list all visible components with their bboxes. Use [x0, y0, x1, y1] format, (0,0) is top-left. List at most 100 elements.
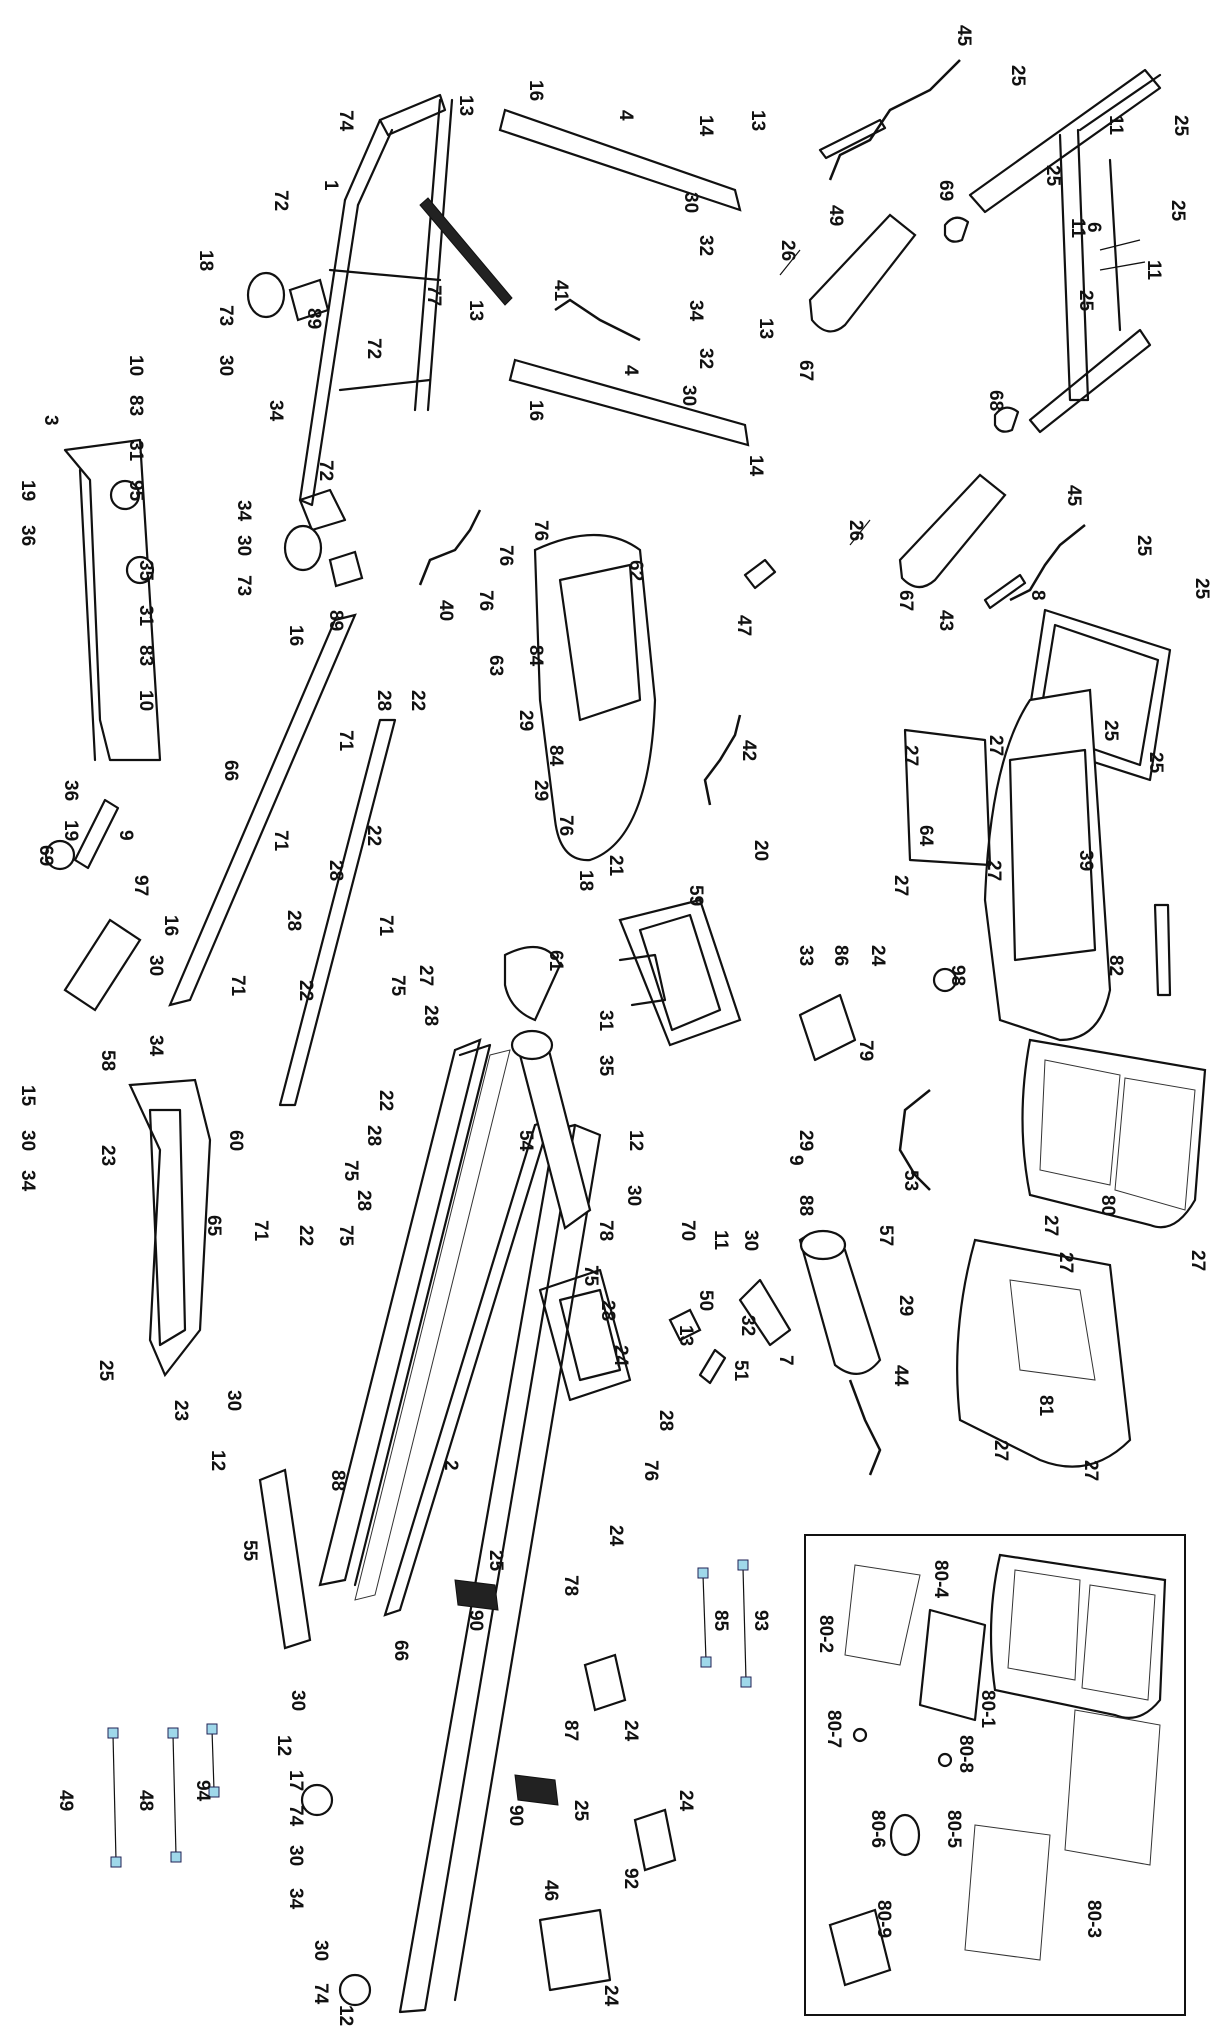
label-72: 72 — [270, 190, 291, 211]
label-4: 4 — [615, 110, 636, 121]
label-15: 15 — [17, 1085, 38, 1107]
inset-box — [804, 1534, 1186, 2016]
label-64: 64 — [915, 825, 936, 847]
label-24: 24 — [867, 945, 888, 967]
label-74: 74 — [310, 1983, 331, 2005]
label-30: 30 — [740, 1230, 761, 1251]
label-78: 78 — [560, 1575, 581, 1596]
label-80-8: 80-8 — [955, 1735, 976, 1773]
label-71: 71 — [250, 1220, 271, 1242]
label-36: 36 — [60, 780, 81, 801]
label-55: 55 — [239, 1540, 260, 1562]
label-75: 75 — [387, 975, 408, 997]
label-80: 80 — [1097, 1195, 1118, 1216]
label-22: 22 — [295, 1225, 316, 1246]
label-25: 25 — [95, 1360, 116, 1382]
label-30: 30 — [678, 385, 699, 406]
label-77: 77 — [423, 285, 444, 306]
part-labels: 45 25 25 25 25 25 11 11 11 6 69 68 67 67… — [17, 25, 1212, 2026]
cable-44 — [848, 1379, 882, 1476]
label-9: 9 — [785, 1155, 806, 1166]
label-3: 3 — [40, 415, 61, 426]
label-73: 73 — [233, 575, 254, 596]
label-95: 95 — [125, 480, 146, 502]
label-28: 28 — [373, 690, 394, 711]
label-24: 24 — [620, 1720, 641, 1742]
label-13: 13 — [755, 318, 776, 339]
label-34: 34 — [685, 300, 706, 322]
label-16: 16 — [160, 915, 181, 936]
label-72: 72 — [315, 460, 336, 481]
label-14: 14 — [745, 455, 766, 477]
label-13: 13 — [675, 1325, 696, 1346]
label-27: 27 — [983, 860, 1004, 881]
rod-93 — [737, 1559, 752, 1688]
shock-58 — [63, 918, 142, 1012]
rod-82 — [1153, 903, 1172, 997]
label-75: 75 — [580, 1265, 601, 1287]
label-63: 63 — [485, 655, 506, 676]
label-40: 40 — [435, 600, 456, 621]
label-30: 30 — [680, 192, 701, 213]
label-23: 23 — [97, 1145, 118, 1166]
label-78: 78 — [595, 1220, 616, 1241]
label-69: 69 — [35, 845, 56, 866]
cable-45-lower — [1009, 524, 1086, 602]
cap-69b — [44, 839, 76, 871]
label-67: 67 — [895, 590, 916, 611]
label-27: 27 — [900, 745, 921, 766]
fan-80-8 — [937, 1752, 953, 1768]
label-6: 6 — [1083, 222, 1104, 233]
label-32: 32 — [737, 1315, 758, 1336]
label-75: 75 — [340, 1160, 361, 1182]
label-39: 39 — [1075, 850, 1096, 871]
cushion-90-a — [454, 1579, 499, 1611]
label-19: 19 — [17, 480, 38, 501]
plate-7 — [738, 1278, 792, 1347]
rod-94 — [206, 1723, 220, 1798]
speaker-80-6 — [889, 1813, 921, 1857]
label-22: 22 — [407, 690, 428, 711]
end-cap-69 — [943, 216, 970, 243]
label-28: 28 — [655, 1410, 676, 1431]
label-46: 46 — [540, 1880, 561, 1901]
label-49: 49 — [55, 1790, 76, 1811]
label-25: 25 — [1007, 65, 1028, 87]
insert-80-4 — [918, 1608, 987, 1722]
label-34: 34 — [17, 1170, 38, 1192]
label-93: 93 — [750, 1610, 771, 1631]
label-67: 67 — [795, 360, 816, 381]
knob-80-7 — [852, 1727, 868, 1743]
label-32: 32 — [695, 235, 716, 256]
plate-46 — [538, 1908, 612, 1992]
bracket-89-a — [288, 278, 330, 322]
label-30: 30 — [310, 1940, 331, 1961]
label-94: 94 — [192, 1780, 213, 1802]
bracket-87 — [583, 1653, 627, 1712]
label-76: 76 — [530, 520, 551, 541]
label-76: 76 — [475, 590, 496, 611]
label-10: 10 — [125, 355, 146, 376]
cushion-90-b — [514, 1774, 559, 1806]
bracket-64 — [903, 728, 992, 867]
label-92: 92 — [620, 1868, 641, 1889]
label-12: 12 — [273, 1735, 294, 1756]
tube-9 — [73, 798, 120, 870]
label-25: 25 — [1191, 578, 1212, 600]
label-28: 28 — [420, 1005, 441, 1026]
label-16: 16 — [285, 625, 306, 646]
wheel-74-b — [338, 1973, 372, 2007]
label-62: 62 — [625, 560, 646, 581]
label-66: 66 — [390, 1640, 411, 1661]
cable-42 — [703, 714, 742, 806]
label-10: 10 — [135, 690, 156, 711]
label-27: 27 — [1040, 1215, 1061, 1236]
console-base-81 — [956, 1238, 1132, 1468]
knob-98 — [932, 967, 958, 993]
handrail-4-bottom — [508, 358, 750, 447]
label-90: 90 — [505, 1805, 526, 1826]
label-26: 26 — [777, 240, 798, 261]
label-53: 53 — [900, 1170, 921, 1191]
cable-40 — [418, 509, 482, 586]
